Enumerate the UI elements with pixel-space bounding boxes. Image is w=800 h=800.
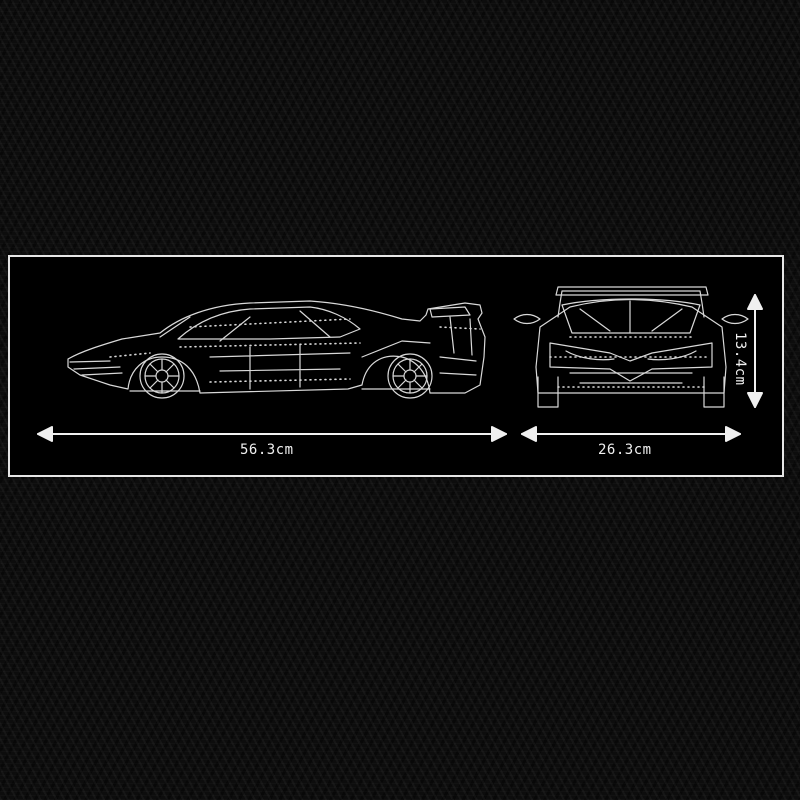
length-label: 56.3cm [240, 442, 294, 458]
rear-view-car [513, 286, 749, 408]
width-label: 26.3cm [598, 442, 652, 458]
car-blueprint-drawing [37, 286, 763, 442]
length-dimension-arrow [37, 426, 507, 442]
height-dimension-arrow [747, 294, 763, 408]
height-label: 13.4cm [732, 332, 748, 386]
side-view-car [67, 300, 486, 399]
width-dimension-arrow [521, 426, 741, 442]
blueprint-panel: 56.3cm 26.3cm 13.4cm [8, 255, 784, 477]
